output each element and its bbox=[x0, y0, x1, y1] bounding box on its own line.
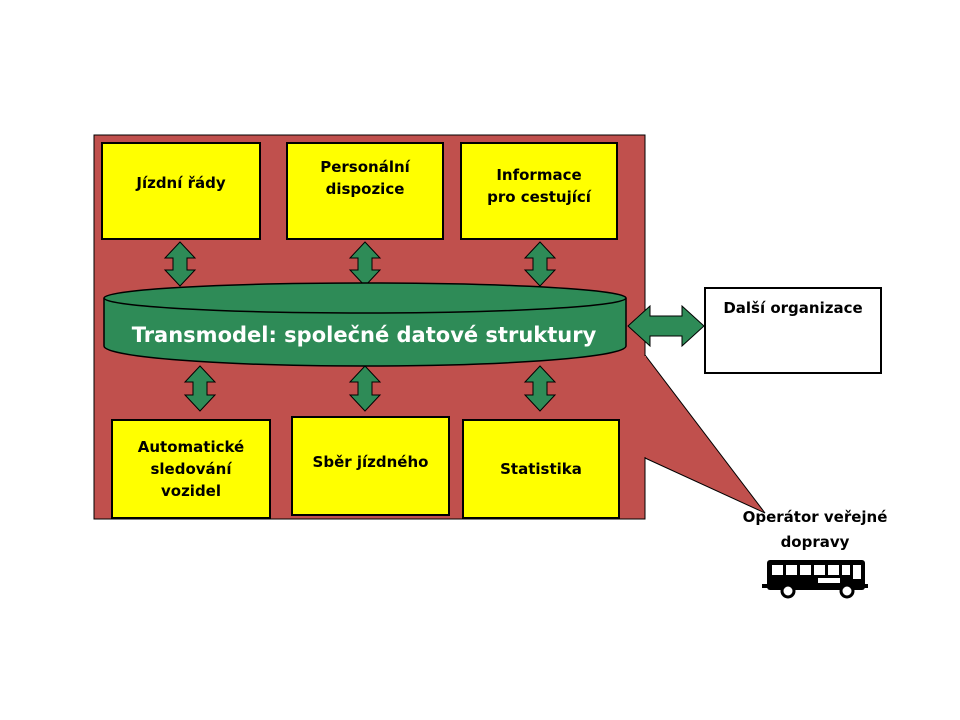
box-vehicle-tracking: Automatické sledování vozidel bbox=[111, 419, 271, 519]
box-passenger-info: Informace pro cestující bbox=[460, 142, 618, 240]
box-timetables: Jízdní řády bbox=[101, 142, 261, 240]
arrow-top-3 bbox=[523, 241, 557, 287]
box-label: Další organizace bbox=[723, 299, 863, 317]
box-label: Sběr jízdného bbox=[312, 453, 429, 471]
callout-tail bbox=[644, 353, 766, 514]
arrow-top-1 bbox=[163, 241, 197, 287]
box-label: Jízdní řády bbox=[136, 174, 226, 192]
box-other-organizations: Další organizace bbox=[704, 287, 882, 374]
bus-icon bbox=[762, 560, 868, 599]
arrow-bottom-1 bbox=[183, 365, 217, 412]
box-label: Personální dispozice bbox=[320, 158, 410, 198]
box-staff-dispatch: Personální dispozice bbox=[286, 142, 444, 240]
box-label: Informace pro cestující bbox=[487, 166, 591, 206]
arrow-bottom-2 bbox=[348, 365, 382, 412]
box-label: Automatické sledování vozidel bbox=[137, 438, 245, 500]
transmodel-hub bbox=[103, 282, 627, 367]
arrow-bottom-3 bbox=[523, 365, 557, 412]
hub-label: Transmodel: společné datové struktury bbox=[131, 323, 597, 347]
box-label: Statistika bbox=[500, 460, 582, 478]
operator-label: Operátor veřejné dopravy bbox=[742, 508, 888, 551]
box-statistics: Statistika bbox=[462, 419, 620, 519]
box-fare-collection: Sběr jízdného bbox=[291, 416, 450, 516]
